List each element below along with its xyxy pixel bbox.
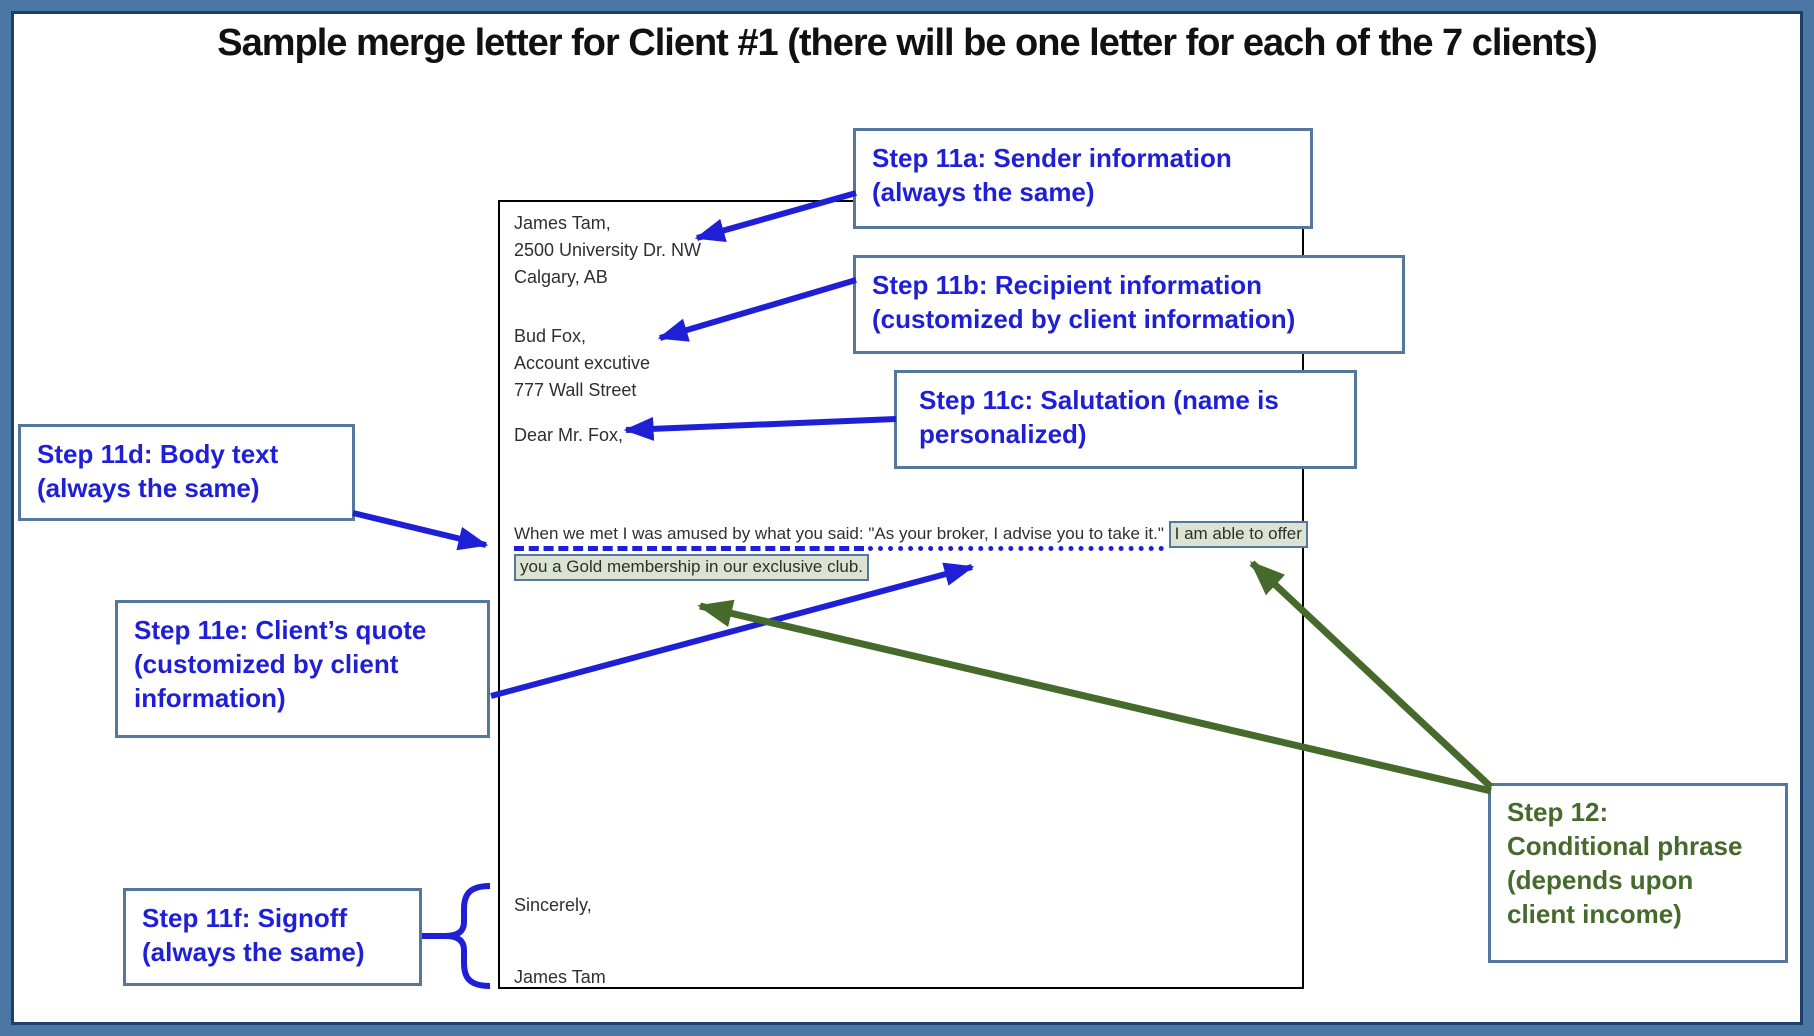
sender-line: 2500 University Dr. NW (514, 240, 702, 260)
conditional-phrase-part2: you a Gold membership in our exclusive c… (514, 554, 869, 581)
signoff-line: Sincerely, (514, 895, 592, 915)
recipient-block: Bud Fox, Account excutive 777 Wall Stree… (514, 323, 650, 404)
sender-line: Calgary, AB (514, 267, 608, 287)
recipient-line: 777 Wall Street (514, 380, 637, 400)
callout-step-11c: Step 11c: Salutation (name is personaliz… (894, 370, 1357, 469)
client-quote-text: "As your broker, I advise you to take it… (868, 524, 1164, 551)
sender-line: James Tam, (514, 213, 611, 233)
slide-title: Sample merge letter for Client #1 (there… (217, 22, 1598, 64)
signoff-line: James Tam (514, 967, 606, 987)
conditional-phrase-part1: I am able to offer (1168, 521, 1308, 548)
body-intro-text: When we met I was amused by what you sai… (514, 524, 864, 551)
recipient-line: Account excutive (514, 353, 651, 373)
callout-step-11b: Step 11b: Recipient information (customi… (853, 255, 1405, 354)
callout-step-11a: Step 11a: Sender information (always the… (853, 128, 1313, 229)
callout-step-11f: Step 11f: Signoff (always the same) (123, 888, 422, 986)
callout-step-11d: Step 11d: Body text (always the same) (18, 424, 355, 521)
salutation: Dear Mr. Fox, (514, 425, 624, 445)
body-line-2: you a Gold membership in our exclusive c… (514, 554, 869, 581)
callout-step-12: Step 12: Conditional phrase (depends upo… (1488, 783, 1788, 963)
callout-step-11e: Step 11e: Client’s quote (customized by … (115, 600, 490, 738)
body-line-1: When we met I was amused by what you sai… (514, 521, 1308, 551)
recipient-line: Bud Fox, (514, 326, 587, 346)
sender-block: James Tam, 2500 University Dr. NW Calgar… (514, 210, 701, 291)
